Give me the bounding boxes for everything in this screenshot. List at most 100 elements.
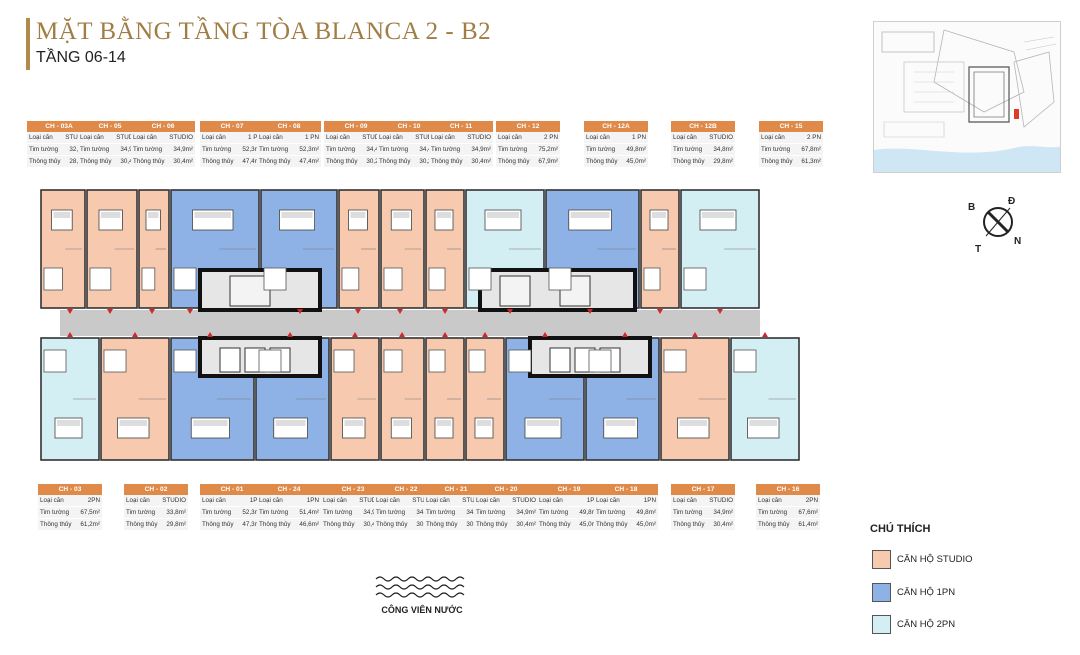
unit-type-label: Loại căn bbox=[426, 497, 450, 504]
unit-id: CH - 22 bbox=[374, 484, 438, 495]
entry-marker bbox=[207, 332, 213, 337]
entry-marker bbox=[657, 309, 663, 314]
unit-type-label: Loại căn bbox=[376, 497, 400, 504]
unit-gross-label: Tim tường bbox=[596, 509, 626, 516]
unit-net-label: Thông thủy bbox=[323, 521, 355, 528]
unit-net-label: Thông thủy bbox=[761, 158, 793, 165]
unit-gross-area: 52,3m² bbox=[242, 146, 262, 153]
unit-type-label: Loại căn bbox=[326, 134, 350, 141]
compass-label-east: Đ bbox=[1008, 196, 1016, 207]
pillow bbox=[487, 212, 519, 218]
unit-gross-label: Tim tường bbox=[758, 509, 788, 516]
legend-swatch-1br bbox=[872, 583, 891, 602]
unit-type: 2 PN bbox=[807, 134, 821, 141]
pillow bbox=[393, 420, 410, 426]
unit-id: CH - 12 bbox=[496, 121, 560, 132]
unit-net-area: 29,8m² bbox=[713, 158, 733, 165]
unit-type: 1 PN bbox=[632, 134, 646, 141]
compass-label-west: T bbox=[975, 244, 982, 255]
entry-marker bbox=[67, 332, 73, 337]
unit-net-label: Thông thủy bbox=[126, 521, 158, 528]
unit-type-label: Loại căn bbox=[379, 134, 403, 141]
unit-net-label: Thông thủy bbox=[476, 521, 508, 528]
unit-id: CH - 12B bbox=[671, 121, 735, 132]
unit-type-label: Loại căn bbox=[202, 134, 226, 141]
unit-net-area: 30,4m² bbox=[173, 158, 193, 165]
pillow bbox=[119, 420, 147, 426]
unit-net-area: 61,2m² bbox=[80, 521, 100, 528]
compass-label-north: N bbox=[1014, 236, 1022, 247]
lift-shaft bbox=[549, 347, 571, 373]
entry-marker bbox=[297, 309, 303, 314]
pillow bbox=[605, 420, 636, 426]
legend-label-1br: CĂN HỘ 1PN bbox=[897, 587, 956, 598]
unit-gross-area: 49,8m² bbox=[626, 146, 646, 153]
pillow bbox=[194, 212, 231, 218]
unit-gross-label: Tim tường bbox=[476, 509, 506, 516]
unit-id: CH - 18 bbox=[594, 484, 658, 495]
unit-id: CH - 12A bbox=[584, 121, 648, 132]
unit-type: 1PN bbox=[586, 497, 599, 504]
bathroom bbox=[643, 267, 661, 291]
unit-gross-area: 34,8m² bbox=[713, 146, 733, 153]
pillow bbox=[148, 212, 159, 218]
legend-label-studio: CĂN HỘ STUDIO bbox=[897, 554, 973, 565]
bathroom bbox=[468, 349, 486, 373]
unit-net-area: 30,4m² bbox=[713, 521, 733, 528]
page-title: MẶT BẰNG TẦNG TÒA BLANCA 2 - B2 bbox=[36, 18, 492, 45]
water-waves-icon bbox=[375, 576, 465, 598]
entry-marker bbox=[352, 332, 358, 337]
entry-marker bbox=[287, 332, 293, 337]
unit-gross-area: 34,9m² bbox=[471, 146, 491, 153]
entry-marker bbox=[399, 332, 405, 337]
unit-net-label: Thông thủy bbox=[673, 158, 705, 165]
unit-id: CH - 24 bbox=[257, 484, 321, 495]
pillow bbox=[53, 212, 71, 218]
pillow bbox=[570, 212, 610, 218]
bathroom bbox=[428, 349, 446, 373]
unit-gross-label: Tim tường bbox=[259, 509, 289, 516]
unit-net-label: Thông thủy bbox=[539, 521, 571, 528]
legend-item-studio: CĂN HỘ STUDIO bbox=[872, 550, 1062, 572]
unit-type: 2PN bbox=[805, 497, 818, 504]
stair bbox=[229, 275, 271, 307]
unit-net-label: Thông thủy bbox=[202, 158, 234, 165]
pillow bbox=[275, 420, 306, 426]
unit-type-label: Loại căn bbox=[126, 497, 150, 504]
unit-type-label: Loại căn bbox=[586, 134, 610, 141]
compass: B Đ T N bbox=[966, 194, 1046, 258]
unit-type: STUDIO bbox=[467, 134, 491, 141]
unit-gross-area: 52,3m² bbox=[242, 509, 262, 516]
entry-marker bbox=[355, 309, 361, 314]
bathroom bbox=[588, 349, 612, 373]
unit-type-label: Loại căn bbox=[673, 497, 697, 504]
unit-gross-area: 34,4m² bbox=[366, 144, 386, 155]
unit-type: 1 PN bbox=[248, 134, 262, 141]
bathroom bbox=[733, 349, 757, 373]
bathroom bbox=[428, 267, 446, 291]
bathroom bbox=[103, 349, 127, 373]
unit-id: CH - 11 bbox=[429, 121, 493, 132]
unit-gross-area: 52,3m² bbox=[299, 146, 319, 153]
unit-id: CH - 16 bbox=[756, 484, 820, 495]
unit-id: CH - 15 bbox=[759, 121, 823, 132]
unit-net-area: 46,6m² bbox=[299, 521, 319, 528]
unit-gross-area: 34,9m² bbox=[713, 509, 733, 516]
pillow bbox=[57, 420, 80, 426]
entry-marker bbox=[132, 332, 138, 337]
unit-type: STUDIO bbox=[512, 497, 536, 504]
entry-marker bbox=[149, 309, 155, 314]
unit-type-label: Loại căn bbox=[673, 134, 697, 141]
bathroom bbox=[173, 349, 197, 373]
unit-type-label: Loại căn bbox=[476, 497, 500, 504]
entry-marker bbox=[762, 332, 768, 337]
unit-type: STUDIO bbox=[709, 134, 733, 141]
entry-marker bbox=[692, 332, 698, 337]
